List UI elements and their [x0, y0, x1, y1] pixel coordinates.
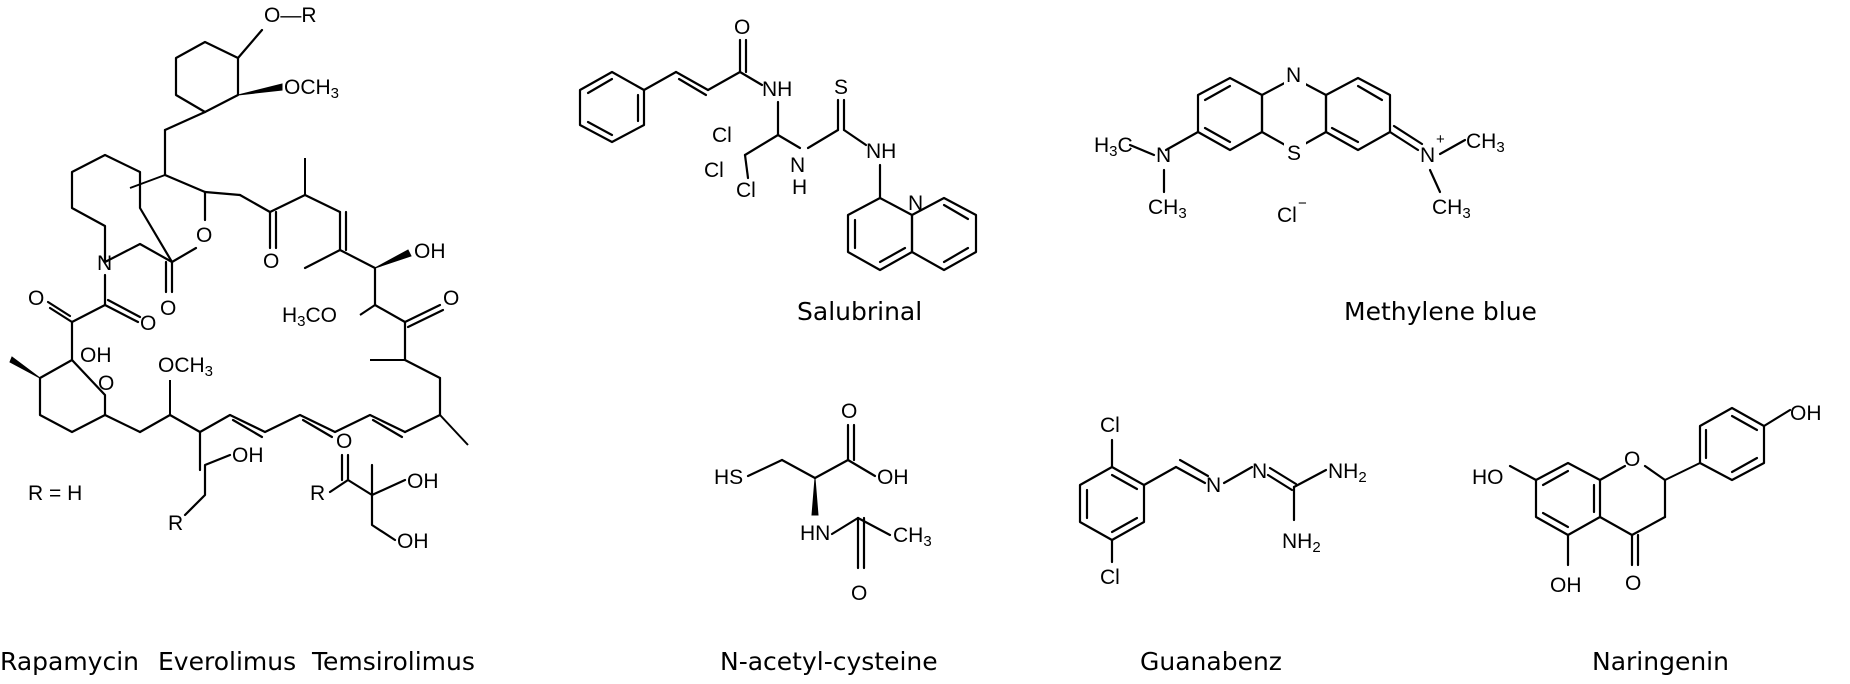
h3co-label: H3CO [282, 304, 337, 330]
nac-ch3: CH3 [893, 524, 932, 550]
mb-right-n: N [1420, 144, 1435, 167]
temsirolimus-o: O [336, 430, 352, 453]
nac-hs: HS [714, 466, 743, 489]
chain-och3-label: OCH3 [158, 354, 213, 380]
mb-ch3-right1: CH3 [1466, 130, 1505, 156]
caption-everolimus: Everolimus [158, 647, 296, 676]
mb-minus: − [1298, 195, 1307, 212]
amide-o-label: O [140, 312, 156, 335]
pyran-o-label: O [98, 372, 114, 395]
salubrinal-cl3: Cl [736, 179, 756, 202]
naringenin-ring-o: O [1624, 448, 1640, 471]
salubrinal-cl2: Cl [704, 159, 724, 182]
temsirolimus-oh2: OH [397, 530, 429, 553]
guanabenz-n1: N [1206, 474, 1221, 497]
naringenin-structure: HO OH O O OH [1472, 402, 1822, 597]
right-oh-label: OH [414, 240, 446, 263]
caption-guanabenz: Guanabenz [1140, 647, 1282, 676]
temsirolimus-r: R [310, 482, 325, 505]
ring-och3-label: OCH3 [284, 76, 339, 102]
naringenin-keto-o: O [1625, 572, 1641, 595]
caption-methylene-blue: Methylene blue [1344, 297, 1537, 326]
salubrinal-nh1: NH [762, 78, 792, 101]
rapamycin-structure: O—R OCH3 O O N O O OH O [9, 4, 469, 553]
salubrinal-cl1: Cl [712, 124, 732, 147]
quinoline-n: N [908, 192, 923, 215]
mb-h3c-left: H3C [1094, 134, 1133, 160]
guanabenz-structure: Cl Cl N N NH2 NH2 [1078, 414, 1367, 589]
nac-carbonyl-o: O [841, 400, 857, 423]
salubrinal-nh3: NH [866, 140, 896, 163]
guanabenz-n2: N [1252, 460, 1267, 483]
mb-n-top: N [1286, 64, 1301, 87]
ester-carbonyl-o: O [160, 297, 176, 320]
methylene-blue-structure: N S N H3C CH3 N + CH3 CH3 Cl − [1094, 62, 1505, 227]
naringenin-oh-bottom: OH [1550, 574, 1582, 597]
nac-hn: HN [800, 522, 830, 545]
pyran-oh-label: OH [80, 344, 112, 367]
nac-amide-o: O [851, 582, 867, 605]
keto-o-label: O [28, 287, 44, 310]
caption-rapamycin: Rapamycin [0, 647, 139, 676]
mid-keto-o: O [263, 250, 279, 273]
caption-naringenin: Naringenin [1592, 647, 1729, 676]
piperidine-n-label: N [97, 252, 112, 275]
naringenin-oh-right: OH [1790, 402, 1822, 425]
mb-ch3-left: CH3 [1148, 196, 1187, 222]
everolimus-r: R [168, 512, 183, 535]
temsirolimus-oh1: OH [407, 470, 439, 493]
right-keto-o: O [443, 287, 459, 310]
nac-oh: OH [877, 466, 909, 489]
r-equals-h: R = H [28, 482, 82, 505]
salubrinal-structure: O NH Cl Cl Cl N H S NH N [578, 16, 978, 272]
guanabenz-cl-top: Cl [1100, 414, 1120, 437]
o-r-label: O—R [264, 4, 317, 27]
salubrinal-nh2-h: H [792, 176, 807, 199]
guanabenz-nh2-a: NH2 [1328, 460, 1367, 486]
nac-structure: HS O OH HN CH3 O [714, 400, 932, 605]
mb-plus: + [1436, 131, 1445, 148]
caption-temsirolimus: Temsirolimus [311, 647, 475, 676]
mb-left-n: N [1156, 144, 1171, 167]
guanabenz-cl-bottom: Cl [1100, 566, 1120, 589]
salubrinal-nh2-n: N [790, 154, 805, 177]
mb-cl: Cl [1277, 204, 1297, 227]
mb-ch3-right2: CH3 [1432, 196, 1471, 222]
caption-salubrinal: Salubrinal [797, 297, 922, 326]
everolimus-oh: OH [232, 444, 264, 467]
caption-nac: N-acetyl-cysteine [720, 647, 938, 676]
mb-s: S [1287, 142, 1301, 165]
guanabenz-nh2-b: NH2 [1282, 530, 1321, 556]
ester-o-label: O [196, 224, 212, 247]
salubrinal-s: S [834, 76, 848, 99]
salubrinal-o: O [734, 16, 750, 39]
naringenin-ho-left: HO [1472, 466, 1504, 489]
